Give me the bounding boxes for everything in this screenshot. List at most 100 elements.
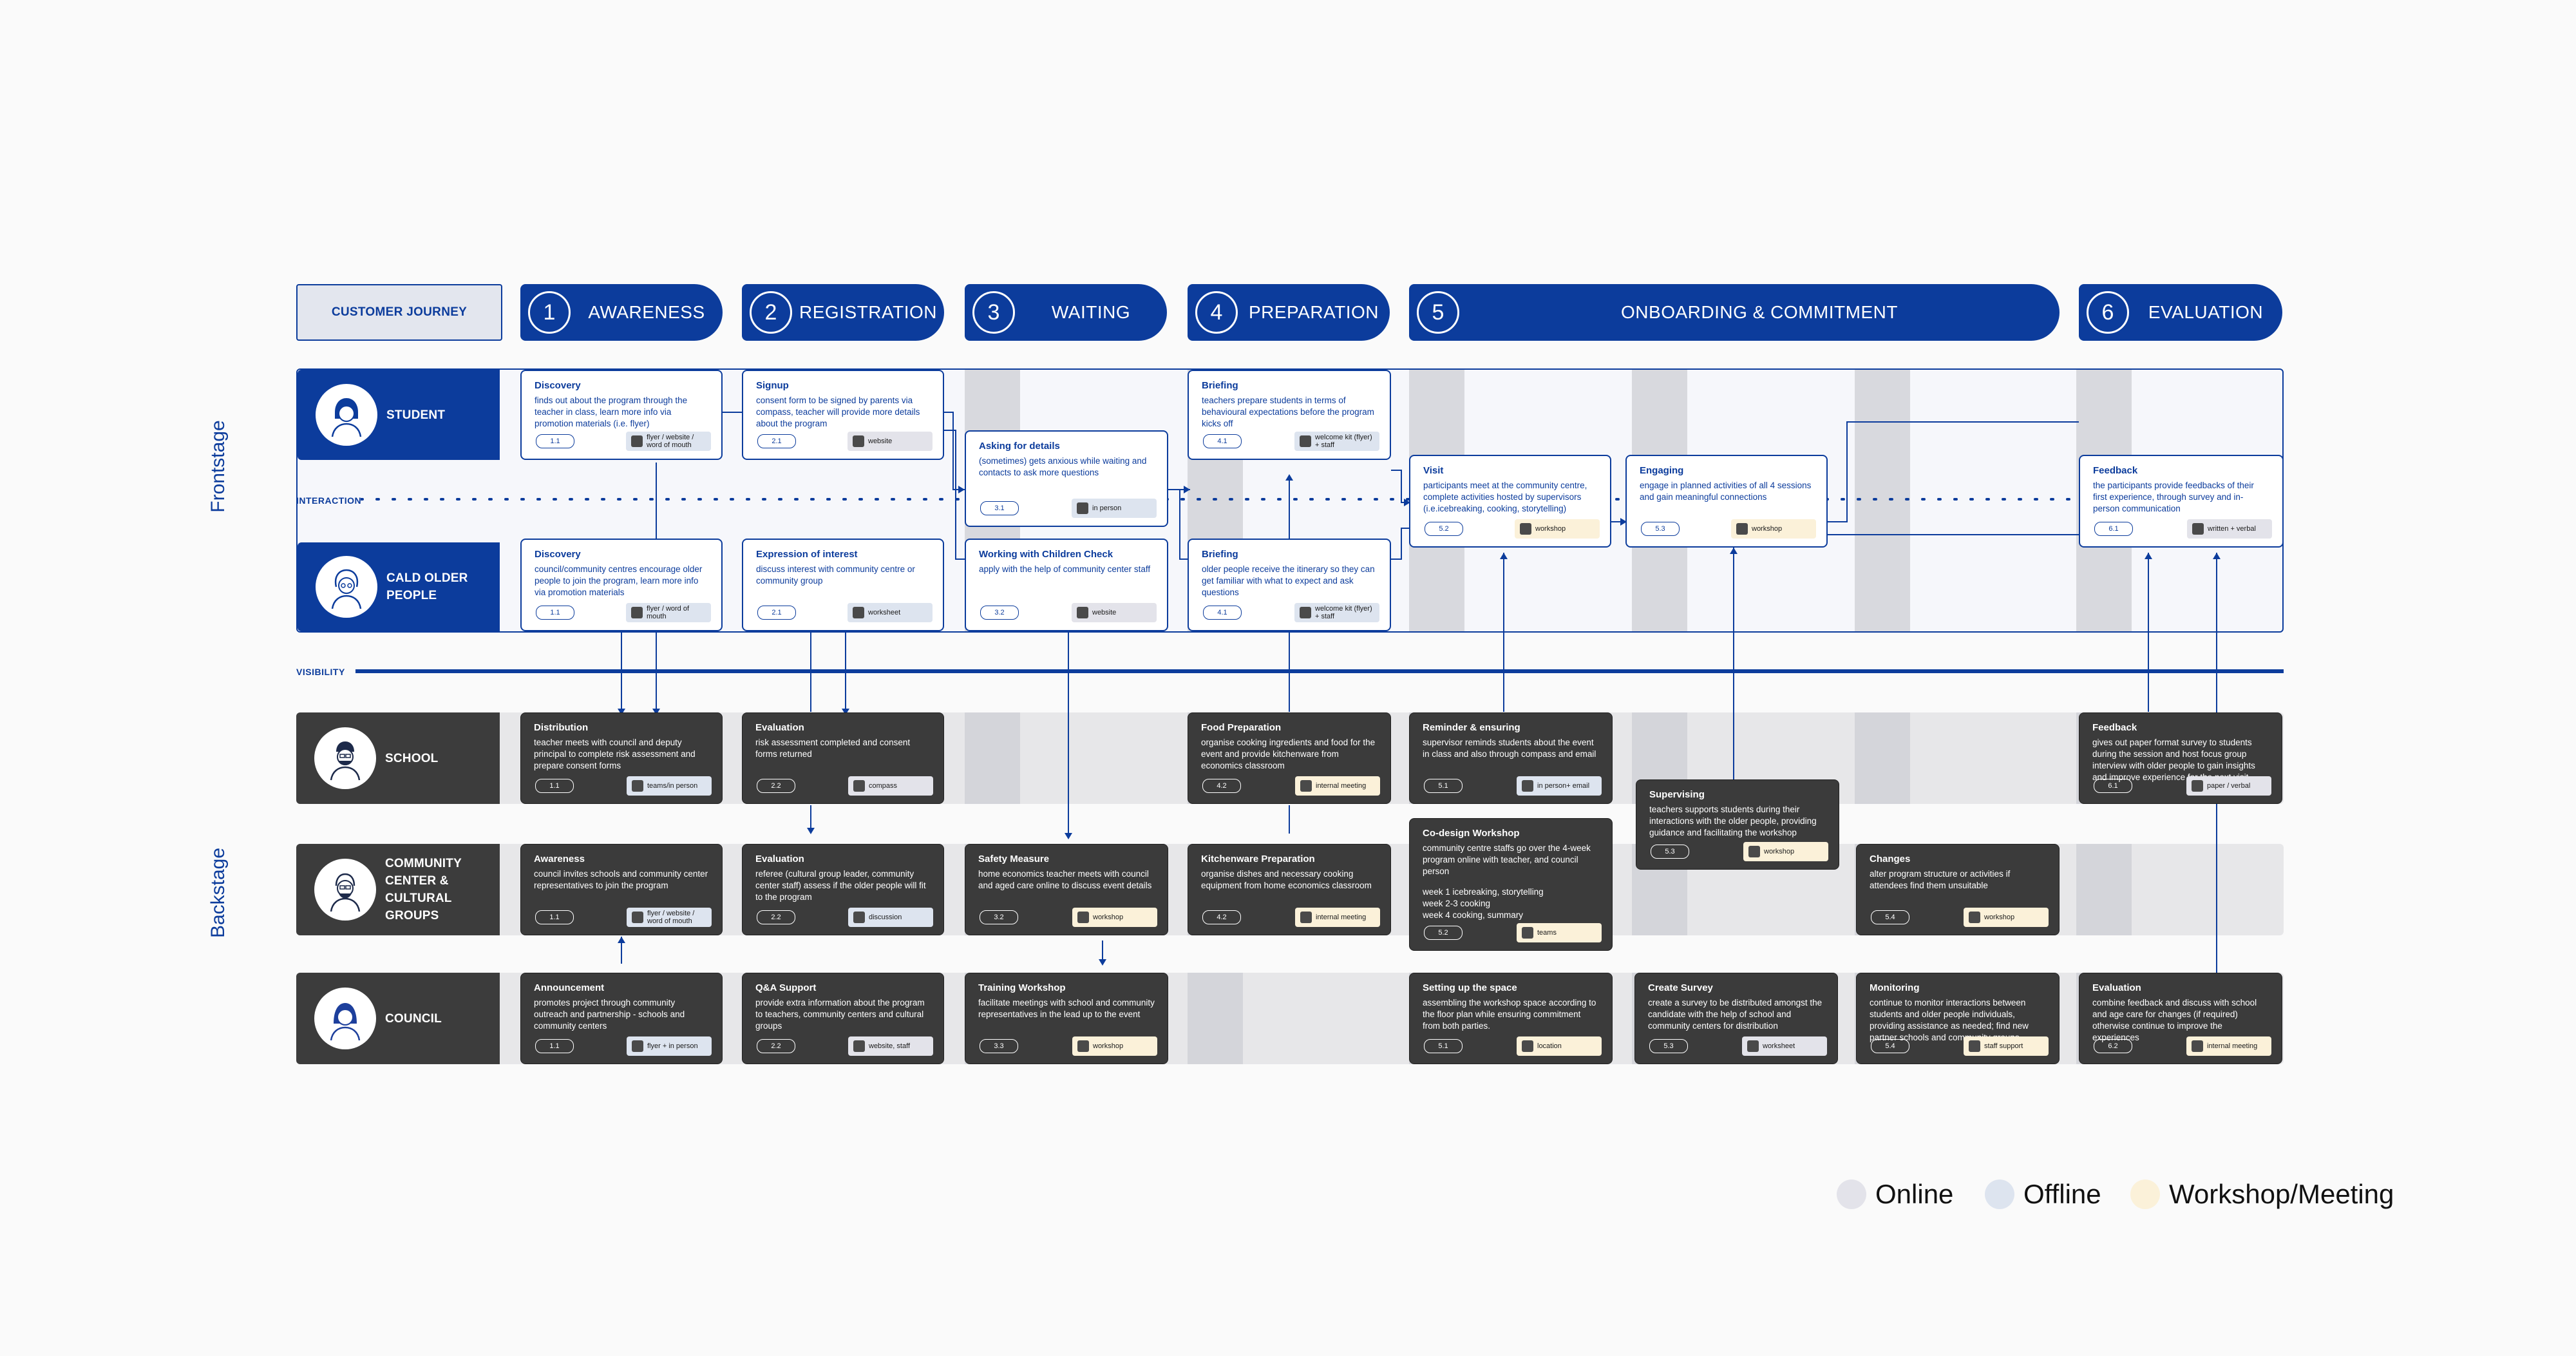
channel-label: discussion [869,913,902,921]
step-code-badge: 2.2 [757,910,795,924]
card-description: facilitate meetings with school and comm… [978,998,1155,1019]
channel-label: workshop [1764,848,1795,855]
step-code-badge: 3.3 [980,1039,1018,1053]
step-code-badge: 3.2 [980,910,1018,924]
student-step-card[interactable]: Signup consent form to be signed by paren… [742,370,944,460]
channel-tag: in person [1072,499,1157,518]
channel-label: website [1092,609,1117,616]
channel-tag: flyer + in person [627,1036,712,1056]
channel-icon [1077,1040,1089,1052]
actor-name: STUDENT [386,408,446,422]
channel-label: flyer / website / word of mouth [647,910,695,925]
card-title: Signup [756,380,789,391]
channel-icon [853,912,865,923]
card-description: continue to monitor interactions between… [1870,998,2029,1042]
channel-label: workshop [1984,913,2015,921]
channel-label: welcome kit (flyer) + staff [1315,434,1372,449]
actor-name: CALD OLDER PEOPLE [386,571,468,602]
channel-icon [853,435,864,447]
channel-icon [2192,780,2203,792]
card-title: Setting up the space [1423,982,1517,993]
card-title: Supervising [1649,789,1705,800]
channel-tag: workshop [1964,908,2049,927]
channel-icon [1522,927,1533,939]
step-code-badge: 5.4 [1871,910,1909,924]
channel-icon [1300,780,1312,792]
channel-tag: website [848,432,933,451]
column-stripe [1188,973,1243,1064]
stage-label: EVALUATION [2148,302,2264,322]
card-title: Briefing [1202,380,1238,391]
stage-preparation: 4 PREPARATION [1188,284,1390,341]
channel-icon [1522,1040,1533,1052]
channel-tag: website [1072,603,1157,622]
step-code-badge: 2.1 [757,606,796,620]
actor-school: SCHOOL [296,712,500,804]
channel-tag: internal meeting [2186,1036,2271,1056]
card-description: apply with the help of community center … [979,564,1151,574]
actor-name: COUNCIL [385,1011,442,1026]
channel-icon [1969,912,1980,923]
stage-number: 6 [2087,291,2129,334]
community-step-card[interactable]: Evaluation referee (cultural group leader… [742,844,944,935]
step-code-badge: 4.2 [1202,779,1241,793]
step-code-badge: 5.3 [1641,522,1680,536]
card-title: Evaluation [755,854,804,864]
channel-label: internal meeting [1316,782,1367,790]
card-title: Asking for details [979,441,1060,452]
card-title: Feedback [2092,722,2137,733]
channel-tag: flyer / website / word of mouth [627,908,712,927]
stage-number: 2 [750,291,792,334]
channel-icon [1300,435,1311,447]
step-code-badge: 5.1 [1424,1039,1463,1053]
channel-icon [1077,912,1089,923]
card-title: Awareness [534,854,585,864]
actor-student: STUDENT [298,370,500,460]
channel-icon [1522,780,1533,792]
step-code-badge: 4.1 [1203,434,1242,448]
visibility-line [355,669,2284,673]
student-step-card[interactable]: Asking for details (sometimes) gets anxio… [965,430,1168,527]
card-description: referee (cultural group leader, communit… [755,869,926,902]
card-description: (sometimes) gets anxious while waiting a… [979,456,1147,477]
channel-icon [853,780,865,792]
card-description: consent form to be signed by parents via… [756,396,920,428]
stage-label: ONBOARDING & COMMITMENT [1621,302,1898,322]
channel-tag: staff support [1964,1036,2049,1056]
stage-evaluation: 6 EVALUATION [2079,284,2282,341]
channel-label: in person+ email [1537,782,1590,790]
legend-label: Online [1875,1179,1954,1209]
stage-onboarding: 5 ONBOARDING & COMMITMENT [1409,284,2060,341]
channel-label: location [1537,1042,1562,1050]
card-title: Visit [1423,465,1444,476]
channel-tag: written + verbal [2187,519,2272,539]
card-title: Discovery [535,380,581,391]
